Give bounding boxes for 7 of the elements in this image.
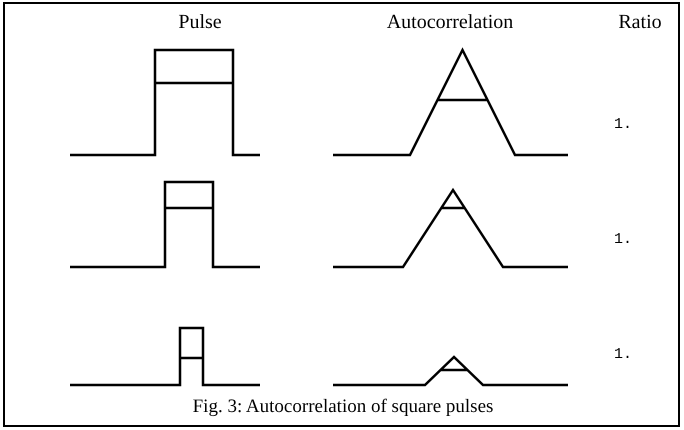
- ratio-value: 1.: [614, 232, 632, 247]
- figure-caption: Fig. 3: Autocorrelation of square pulses: [192, 397, 494, 416]
- column-header: Autocorrelation: [386, 12, 514, 32]
- column-header: Pulse: [178, 12, 222, 32]
- column-header: Ratio: [618, 12, 662, 32]
- ratio-value: 1.: [614, 347, 632, 362]
- ratio-value: 1.: [614, 117, 632, 132]
